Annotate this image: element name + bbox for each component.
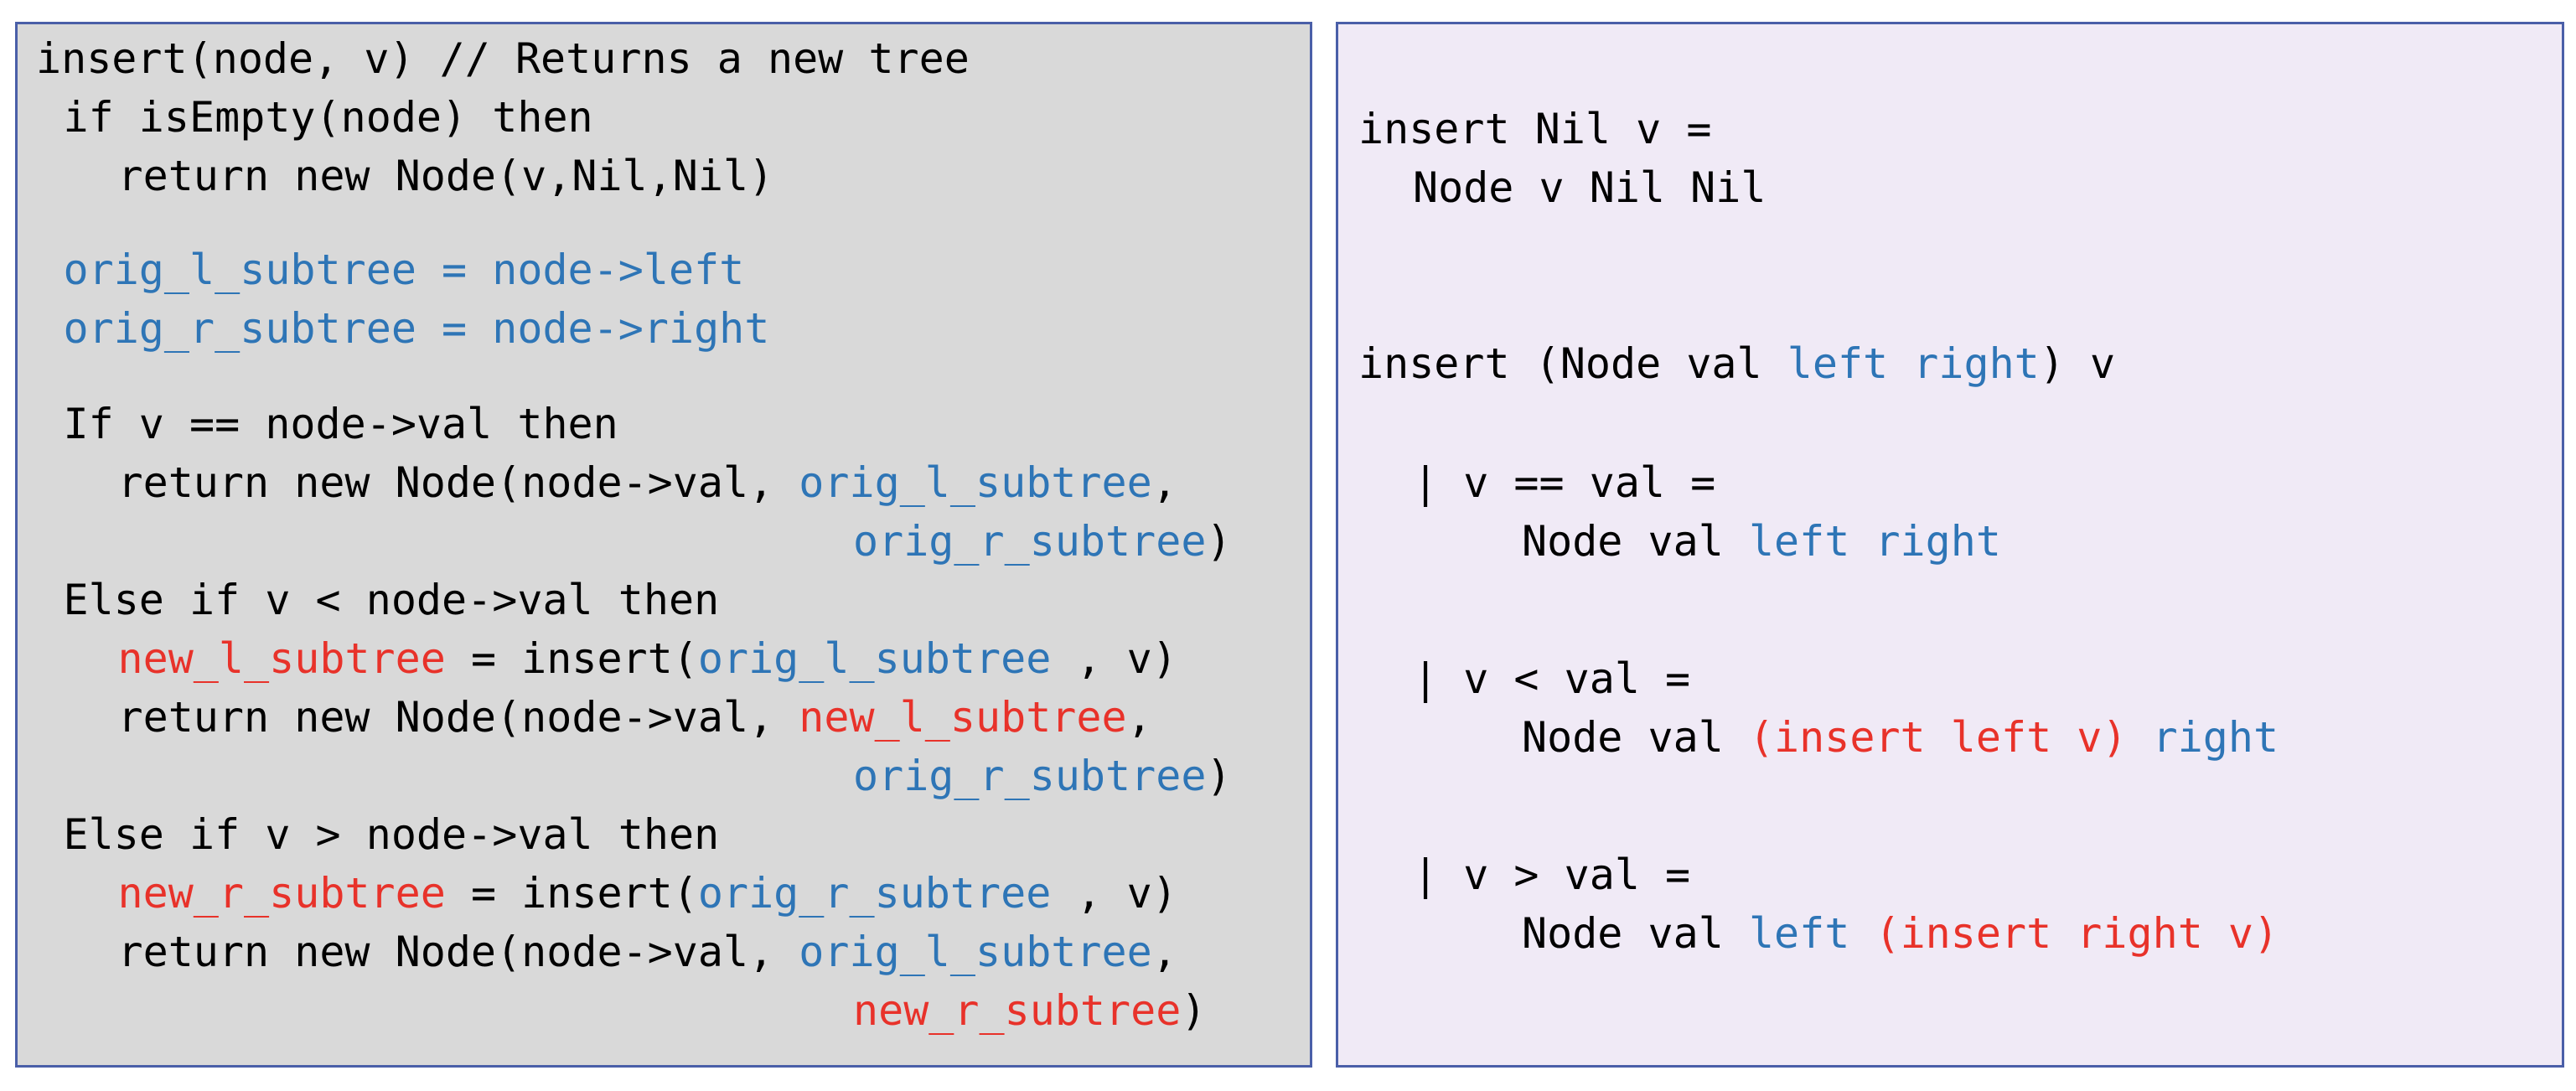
code-token: return new Node(v,Nil,Nil) xyxy=(117,152,774,200)
code-token: new_l_subtree xyxy=(799,693,1127,742)
pseudocode-panel: insert(node, v) // Returns a new tree if … xyxy=(15,22,1312,1068)
code-token: left right xyxy=(1787,339,2040,388)
pseudocode-line: new_r_subtree) xyxy=(853,981,1206,1040)
code-token: Node val xyxy=(1522,909,1749,958)
code-token: = insert( xyxy=(445,634,698,683)
pseudocode-line: orig_r_subtree) xyxy=(853,747,1232,805)
code-token: | v == val = xyxy=(1413,458,1716,507)
pseudocode-line: return new Node(node->val, orig_l_subtre… xyxy=(118,923,1177,981)
code-token: left xyxy=(1748,909,1850,958)
code-token: orig_r_subtree xyxy=(853,752,1207,800)
haskell-line: insert (Node val left right) v xyxy=(1358,334,2115,393)
code-token: , v) xyxy=(1051,869,1177,918)
code-token xyxy=(1849,909,1875,958)
code-token: (insert left v) xyxy=(1748,713,2128,762)
code-token: left right xyxy=(1748,517,2001,566)
pseudocode-line: return new Node(node->val, new_l_subtree… xyxy=(118,688,1152,747)
code-token: insert(node, v) // Returns a new tree xyxy=(36,34,970,83)
code-token: insert Nil v = xyxy=(1358,105,1712,153)
code-token: , xyxy=(1126,693,1152,742)
code-token: orig_l_subtree xyxy=(697,634,1052,683)
pseudocode-line: If v == node->val then xyxy=(64,395,618,453)
pseudocode-line: Else if v < node->val then xyxy=(64,571,720,629)
code-token: return new Node(node->val, xyxy=(117,693,799,742)
code-token: ) xyxy=(1181,986,1207,1035)
pseudocode-line: insert(node, v) // Returns a new tree xyxy=(36,29,970,88)
code-token: ) v xyxy=(2039,339,2116,388)
pseudocode-line: Else if v > node->val then xyxy=(64,805,720,864)
haskell-line: | v > val = xyxy=(1413,845,1690,904)
code-token: ) xyxy=(1206,517,1232,566)
code-token: orig_l_subtree xyxy=(799,458,1152,507)
pseudocode-line: return new Node(v,Nil,Nil) xyxy=(118,147,774,205)
code-token: orig_r_subtree = node->right xyxy=(63,304,770,353)
code-token: orig_r_subtree xyxy=(853,517,1207,566)
code-token: Else if v > node->val then xyxy=(63,810,720,859)
pseudocode-line: orig_r_subtree) xyxy=(853,512,1232,571)
haskell-line: | v < val = xyxy=(1413,649,1690,708)
code-token: , v) xyxy=(1051,634,1177,683)
code-token: Node v Nil Nil xyxy=(1413,163,1766,212)
code-token: new_r_subtree xyxy=(853,986,1182,1035)
code-token: , xyxy=(1151,458,1177,507)
haskell-line: | v == val = xyxy=(1413,453,1715,512)
code-token: Node val xyxy=(1522,713,1749,762)
haskell-panel: insert Nil v = Node v Nil Nil insert (Node… xyxy=(1336,22,2564,1068)
code-token: | v < val = xyxy=(1413,654,1691,703)
code-token: If v == node->val then xyxy=(63,400,618,448)
code-token: Else if v < node->val then xyxy=(63,576,720,624)
code-token: new_l_subtree xyxy=(117,634,446,683)
code-token: , xyxy=(1151,928,1177,976)
code-token: ) xyxy=(1206,752,1232,800)
haskell-line: Node val (insert left v) right xyxy=(1522,708,2279,767)
code-token: right xyxy=(2152,713,2279,762)
code-token xyxy=(2127,713,2152,762)
pseudocode-line: return new Node(node->val, orig_l_subtre… xyxy=(118,453,1177,512)
code-token: if isEmpty(node) then xyxy=(63,93,593,142)
haskell-line: Node val left right xyxy=(1522,512,2001,571)
code-token: Node val xyxy=(1522,517,1749,566)
haskell-line: Node val left (insert right v) xyxy=(1522,904,2279,963)
code-token: | v > val = xyxy=(1413,851,1691,899)
haskell-line: Node v Nil Nil xyxy=(1413,158,1766,217)
pseudocode-line: orig_r_subtree = node->right xyxy=(64,299,770,358)
code-token: orig_r_subtree xyxy=(697,869,1052,918)
code-token: orig_l_subtree = node->left xyxy=(63,246,745,294)
pseudocode-line: if isEmpty(node) then xyxy=(64,88,593,147)
code-token: (insert right v) xyxy=(1875,909,2279,958)
pseudocode-line: orig_l_subtree = node->left xyxy=(64,240,745,299)
code-token: return new Node(node->val, xyxy=(117,458,799,507)
pseudocode-line: new_r_subtree = insert(orig_r_subtree , … xyxy=(118,864,1177,923)
code-token: insert (Node val xyxy=(1358,339,1787,388)
code-token: return new Node(node->val, xyxy=(117,928,799,976)
haskell-line: insert Nil v = xyxy=(1358,100,1711,158)
code-token: orig_l_subtree xyxy=(799,928,1152,976)
pseudocode-line: new_l_subtree = insert(orig_l_subtree , … xyxy=(118,629,1177,688)
code-token: = insert( xyxy=(445,869,698,918)
code-token: new_r_subtree xyxy=(117,869,446,918)
